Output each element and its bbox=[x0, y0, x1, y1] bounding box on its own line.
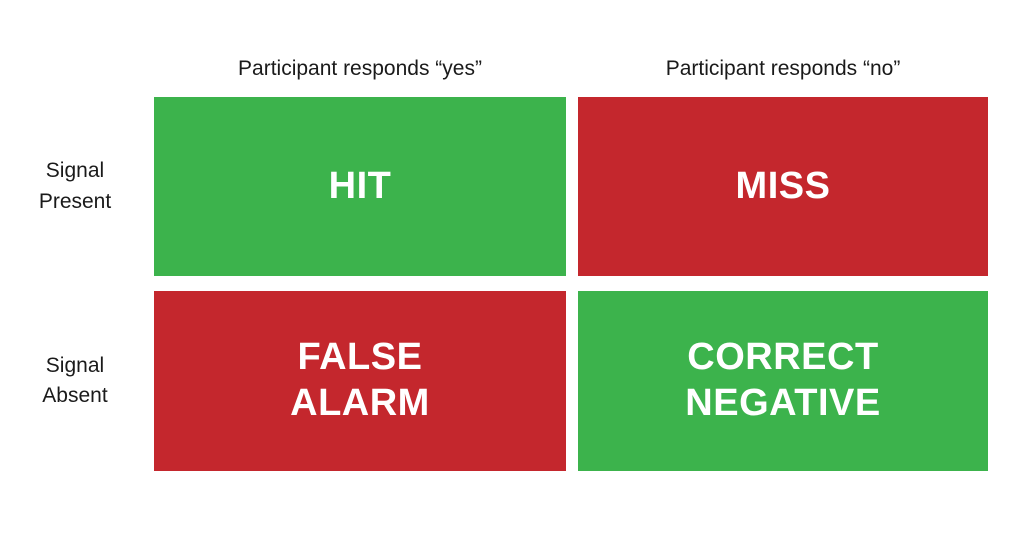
cell-correct-negative: CORRECT NEGATIVE bbox=[578, 291, 988, 471]
cell-false-alarm-label: FALSE ALARM bbox=[290, 336, 430, 424]
row-header-signal-absent: Signal Absent bbox=[42, 353, 108, 407]
cell-correct-negative-label: CORRECT NEGATIVE bbox=[685, 336, 881, 424]
cell-miss-label: MISS bbox=[735, 164, 831, 207]
cell-false-alarm: FALSE ALARM bbox=[154, 291, 566, 471]
row-header-signal-present: Signal Present bbox=[38, 159, 112, 213]
col-header-responds-yes: Participant responds “yes” bbox=[238, 57, 482, 80]
matrix-grid: Participant responds “yes” Participant r… bbox=[0, 0, 988, 471]
cell-hit: HIT bbox=[154, 97, 566, 276]
cell-hit-label: HIT bbox=[328, 164, 392, 207]
corner-spacer bbox=[0, 0, 142, 82]
col-header-responds-no: Participant responds “no” bbox=[665, 57, 901, 80]
cell-miss: MISS bbox=[578, 97, 988, 276]
